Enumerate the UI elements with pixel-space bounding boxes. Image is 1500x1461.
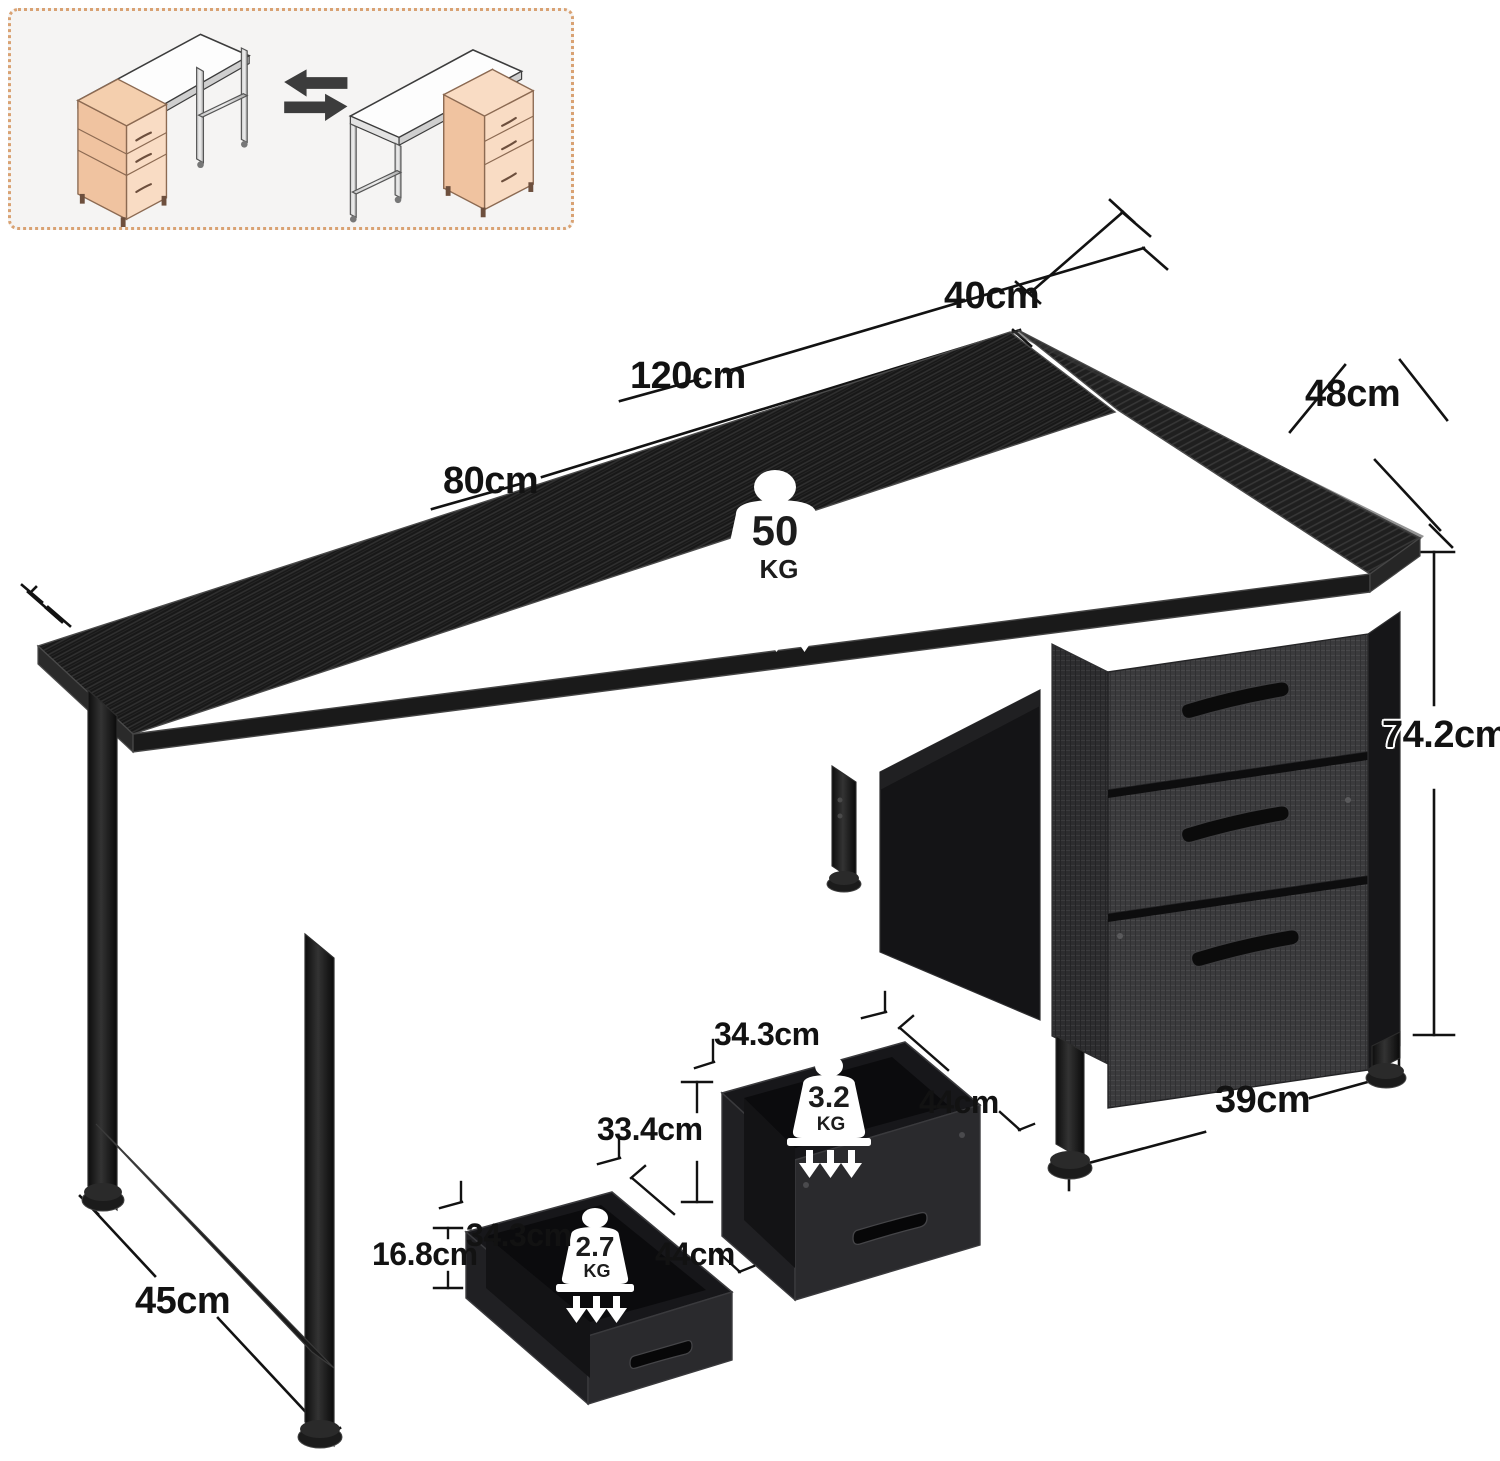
- dimension-label-small-drawer-depth: 44cm: [655, 1236, 735, 1272]
- center-support-leg: [826, 764, 862, 893]
- drawer-handle-icon: [135, 131, 152, 194]
- left-leg-frame: [81, 688, 343, 1449]
- drawer-stack: [1107, 633, 1369, 1109]
- dimension-label-desk-depth: 45cm: [135, 1280, 231, 1322]
- drawer-handle-icon: [501, 116, 517, 183]
- small-drawer-illustration: 2.7 KG: [464, 1191, 734, 1406]
- dimension-label-large-drawer-depth: 44cm: [919, 1084, 999, 1120]
- small-drawer-capacity-unit: KG: [584, 1261, 611, 1281]
- dimension-label-cabinet-width: 39cm: [1215, 1079, 1311, 1121]
- dimension-lines-drawers: [432, 990, 1036, 1290]
- desktop-right-surface: [1017, 329, 1422, 575]
- dimension-label-large-drawer-height: 33.4cm: [597, 1111, 703, 1147]
- dimension-label-small-drawer-height: 16.8cm: [372, 1236, 478, 1272]
- swap-left-right-arrows-icon: [284, 69, 348, 121]
- dimension-label-cabinet-depth: 48cm: [1305, 373, 1401, 415]
- desktop-left-surface: [36, 331, 1117, 735]
- dimension-label-large-drawer-width: 34.3cm: [714, 1016, 820, 1052]
- weight-load-icon: [716, 470, 836, 652]
- dimension-label-small-drawer-width: 34.3cm: [466, 1217, 572, 1253]
- dimension-label-top-depth-right: 40cm: [944, 275, 1040, 317]
- small-drawer-capacity-value: 2.7: [576, 1231, 615, 1262]
- dimension-label-desk-height: 74.2cm: [1382, 714, 1500, 756]
- cabinet-side-face: [1051, 643, 1109, 1065]
- large-drawer-capacity-value: 3.2: [808, 1081, 850, 1114]
- cabinet-inner-panel-top: [880, 690, 1040, 790]
- drawer-handle-icon[interactable]: [1180, 805, 1290, 844]
- drawer-handle-icon: [629, 1339, 693, 1370]
- drawer-handle-icon[interactable]: [1180, 681, 1290, 720]
- drawer-handle-icon: [852, 1211, 928, 1246]
- variant-drawers-left: [76, 33, 251, 227]
- desktop-capacity-value: 50: [752, 507, 799, 554]
- desktop-capacity-unit: KG: [760, 554, 799, 584]
- dimension-label-top-width-total: 120cm: [630, 355, 746, 397]
- large-drawer-capacity-unit: KG: [817, 1114, 846, 1135]
- large-drawer-illustration: 3.2 KG: [720, 1041, 982, 1302]
- reversible-configuration-inset: [8, 8, 574, 230]
- dimension-lines-top: [20, 198, 1456, 1442]
- cabinet-legs: [1047, 1031, 1407, 1180]
- reversible-configuration-illustration: [76, 33, 535, 227]
- dimension-label-top-width-desk: 80cm: [443, 460, 539, 502]
- desktop-right-edge: [1369, 536, 1421, 594]
- desktop-seam: [1010, 330, 1424, 540]
- cabinet-right-post: [1367, 610, 1401, 1072]
- cabinet-inner-panel: [879, 689, 1041, 1021]
- variant-drawers-right: [348, 49, 535, 223]
- drawer-handle-icon[interactable]: [1190, 929, 1300, 968]
